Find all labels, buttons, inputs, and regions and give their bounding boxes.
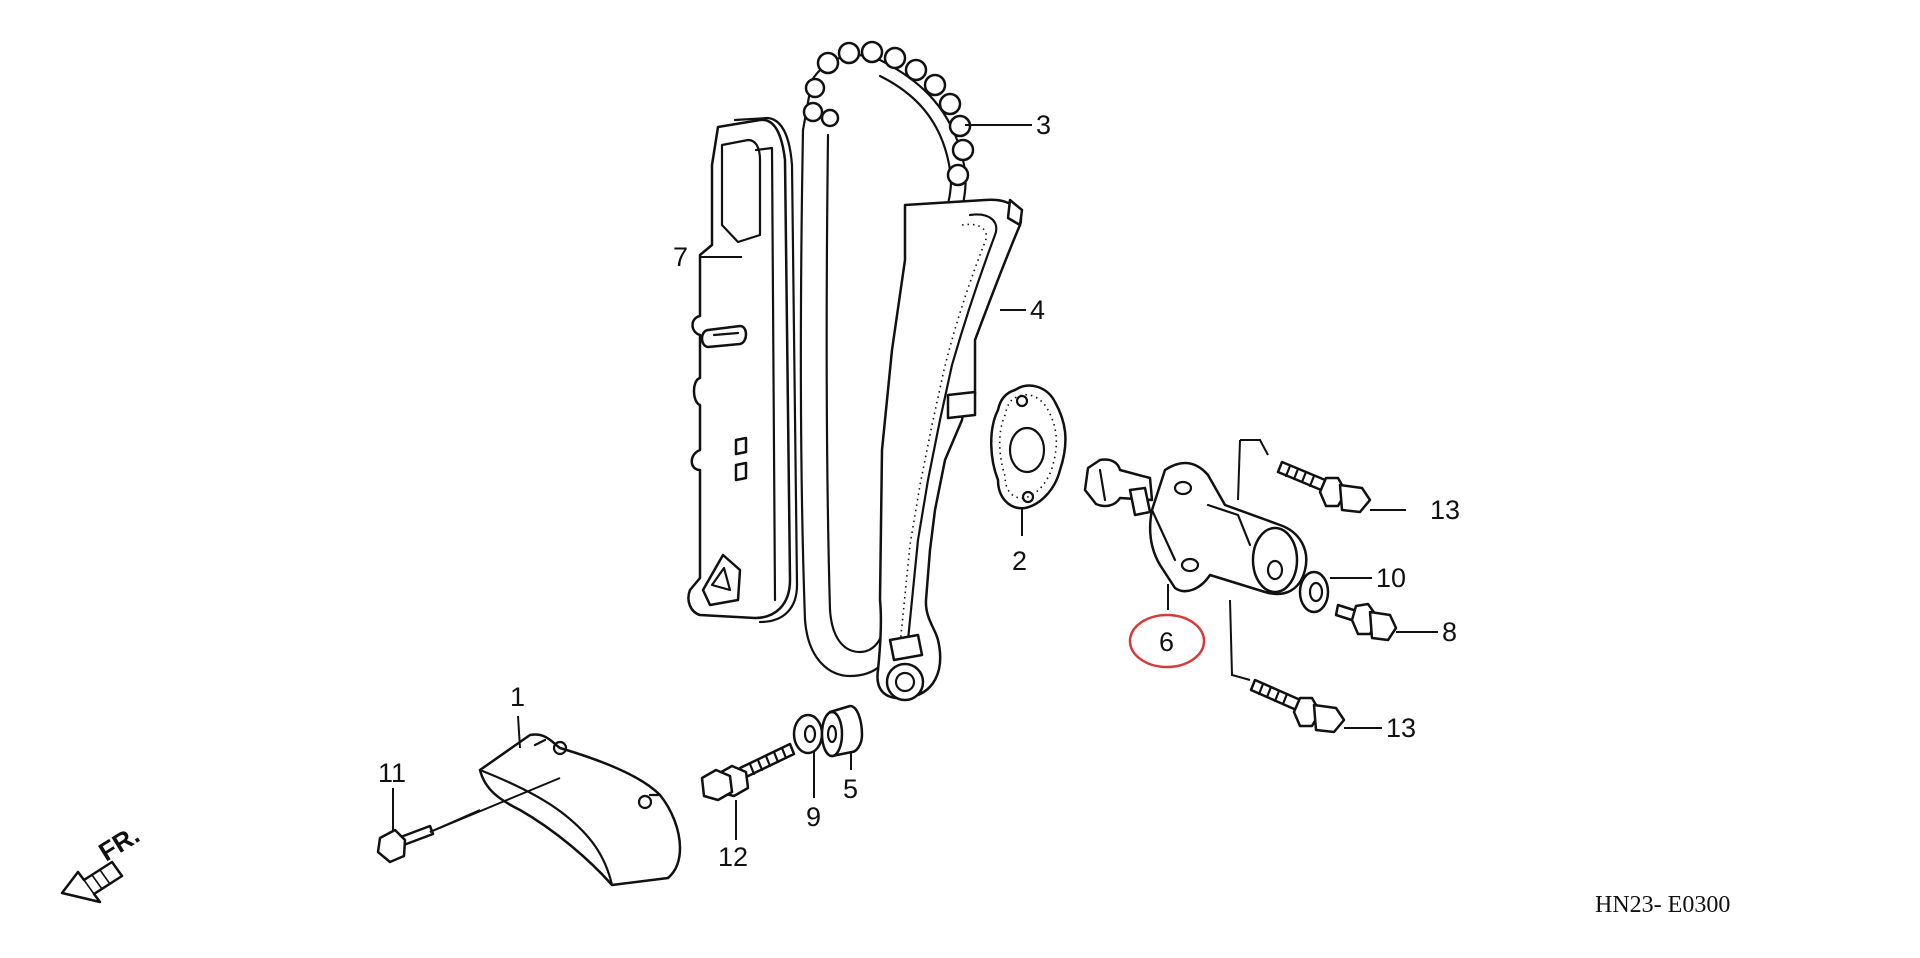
- part-number-6: 6: [1159, 627, 1174, 657]
- front-direction-arrow: FR.: [60, 819, 145, 904]
- upper-bolt-13-part: [1237, 439, 1372, 514]
- washer-9-part: [792, 713, 824, 755]
- part-number-10: 10: [1376, 563, 1406, 593]
- diagram-reference-code: HN23- E0300: [1595, 892, 1730, 918]
- guide-plate-1-part: [478, 733, 682, 887]
- part-number-11: 11: [378, 758, 406, 788]
- part-number-12: 12: [718, 842, 748, 872]
- part-number-8: 8: [1442, 617, 1457, 647]
- sealing-washer-10-part: [1298, 570, 1330, 614]
- tensioner-arm-part: [876, 198, 1024, 702]
- cam-chain-part: [799, 40, 975, 678]
- tensioner-lifter-part: [1083, 458, 1308, 596]
- part-number-1: 1: [510, 682, 525, 712]
- part-6-highlight-circle: [1128, 613, 1206, 669]
- pivot-bolt-12-part: [700, 742, 796, 802]
- collar-5-part: [820, 704, 864, 758]
- lower-bolt-13-part: [1229, 599, 1346, 734]
- part-number-4: 4: [1030, 295, 1045, 325]
- cam-chain-guide-part: [687, 116, 799, 624]
- part-number-7: 7: [673, 242, 688, 272]
- gasket-part: [990, 384, 1067, 510]
- part-number-9: 9: [806, 802, 821, 832]
- part-number-3: 3: [1036, 110, 1051, 140]
- label-group: 3 7 4 2 6 13 10 8 13 1 11 12 9 5: [378, 110, 1460, 872]
- part-number-5: 5: [843, 774, 858, 804]
- part-number-13-lower: 13: [1386, 713, 1416, 743]
- bolt-11-part: [376, 777, 561, 864]
- part-number-2: 2: [1012, 546, 1027, 576]
- sealing-bolt-8-part: [1334, 602, 1398, 642]
- part-number-13-upper: 13: [1430, 495, 1460, 525]
- front-direction-label: FR.: [93, 819, 144, 867]
